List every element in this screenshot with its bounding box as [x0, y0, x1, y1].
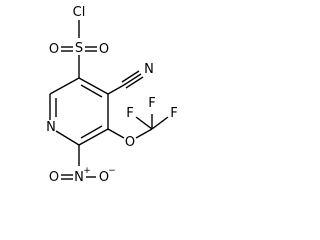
atom-o-ether: O	[125, 135, 135, 150]
chemical-structure: Cl S O O N N O F F F N + O O −	[46, 5, 178, 185]
bond-c3-cn	[107, 84, 125, 95]
atom-n-nitro: N	[74, 170, 84, 185]
atom-n-ring: N	[46, 120, 56, 135]
bond-c4-c5-inner	[80, 125, 103, 139]
atom-f-left: F	[126, 106, 133, 121]
charge-n-nitro: +	[83, 166, 91, 176]
atom-f-top: F	[148, 96, 155, 111]
bond-c2-c3-inner	[80, 84, 103, 98]
bond-c4-c5	[78, 128, 109, 146]
atom-n-nitrile: N	[144, 62, 154, 77]
atom-cl: Cl	[73, 5, 86, 20]
bond-c2-c3	[78, 77, 109, 95]
bond-c5-n	[55, 130, 80, 146]
bond-cf3-f-left	[135, 116, 153, 130]
nitrile-group: N	[107, 62, 154, 95]
pyridine-ring	[49, 77, 109, 146]
bond-cn-triple-1	[123, 73, 142, 86]
sulfonyl-chloride-group: Cl S O O	[49, 5, 109, 78]
trifluoromethoxy-group: O F F F	[107, 96, 178, 150]
bond-cn-triple-2	[121, 70, 140, 83]
bond-cf3-f-right	[151, 116, 169, 130]
atom-s-sulfonyl: S	[75, 41, 83, 56]
atom-o-sulfonyl-left: O	[49, 42, 59, 57]
charge-o-nitro: −	[108, 166, 116, 176]
bond-o-cf3	[135, 128, 153, 139]
bond-cn-triple-3	[125, 76, 144, 89]
nitro-group: N + O O −	[49, 145, 116, 185]
atom-o-sulfonyl-right: O	[99, 42, 109, 57]
bond-c4-o	[107, 128, 125, 139]
bond-c1-c2	[49, 77, 80, 95]
atom-o-nitro-left: O	[49, 170, 59, 185]
atom-o-nitro-right: O	[99, 170, 109, 185]
atom-f-right: F	[170, 106, 177, 121]
